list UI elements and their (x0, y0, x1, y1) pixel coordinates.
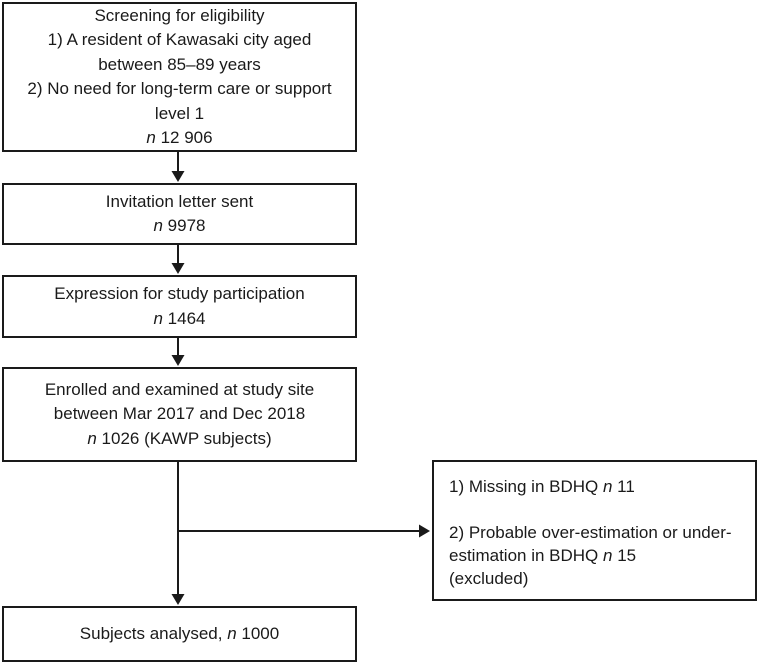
exclusion-note: (excluded) (449, 569, 529, 588)
n-symbol: n (602, 477, 613, 496)
n-count-line: n 9978 (4, 214, 355, 239)
box-exclusion: 1) Missing in BDHQ n 11 2) Probable over… (432, 460, 757, 601)
arrow-screening-to-invitation (171, 152, 185, 182)
text-line: between Mar 2017 and Dec 2018 (53, 404, 306, 424)
arrow-branch-to-exclusion (178, 524, 430, 538)
arrow-enrolled-to-analysed (171, 462, 185, 605)
text-segment: 1) Missing in BDHQ (449, 477, 603, 496)
n-number: 9978 (162, 216, 206, 235)
n-symbol: n (153, 216, 163, 235)
arrow-expression-to-enrolled (171, 338, 185, 366)
n-number: 15 (612, 546, 637, 565)
n-number: 11 (612, 477, 635, 496)
box-screening: Screening for eligibility 1) A resident … (2, 2, 357, 152)
exclusion-item-2: 2) Probable over-estimation or under- (449, 523, 732, 542)
n-number: 12 906 (155, 128, 213, 147)
box-enrolled: Enrolled and examined at study site betw… (2, 367, 357, 462)
n-count-line: n 1026 (KAWP subjects) (4, 427, 355, 452)
n-count-line: n 12 906 (4, 126, 355, 151)
n-number: 1000 (236, 623, 280, 643)
box-analysed: Subjects analysed, n 1000 (2, 606, 357, 662)
text-line: Enrolled and examined at study site (44, 379, 315, 399)
exclusion-item-1: 1) Missing in BDHQ n 11 (449, 475, 740, 498)
text-line: Screening for eligibility (94, 5, 265, 25)
n-count-line: Subjects analysed, n 1000 (4, 622, 355, 647)
spacer-line (449, 498, 740, 521)
n-symbol: n (87, 428, 97, 448)
text-line: Invitation letter sent (105, 191, 254, 211)
n-number: 1026 (KAWP subjects) (96, 428, 272, 448)
n-symbol: n (603, 546, 613, 565)
n-symbol: n (153, 308, 163, 328)
text-line: Expression for study participation (54, 284, 305, 303)
text-segment: estimation in BDHQ (449, 546, 603, 565)
exclusion-item-2-cont: estimation in BDHQ n 15 (449, 544, 740, 567)
n-number: 1464 (162, 308, 206, 328)
n-count-line: n 1464 (4, 307, 355, 332)
n-symbol: n (146, 128, 156, 147)
text-segment: Subjects analysed, (79, 623, 228, 643)
text-line: between 85–89 years (98, 54, 261, 74)
box-expression: Expression for study participation n 146… (2, 275, 357, 338)
arrow-invitation-to-expression (171, 245, 185, 274)
text-line: level 1 (154, 103, 205, 123)
text-line: 2) No need for long-term care or support (27, 79, 332, 98)
box-invitation: Invitation letter sent n 9978 (2, 183, 357, 245)
text-line: 1) A resident of Kawasaki city aged (47, 30, 312, 49)
n-symbol: n (227, 623, 237, 643)
